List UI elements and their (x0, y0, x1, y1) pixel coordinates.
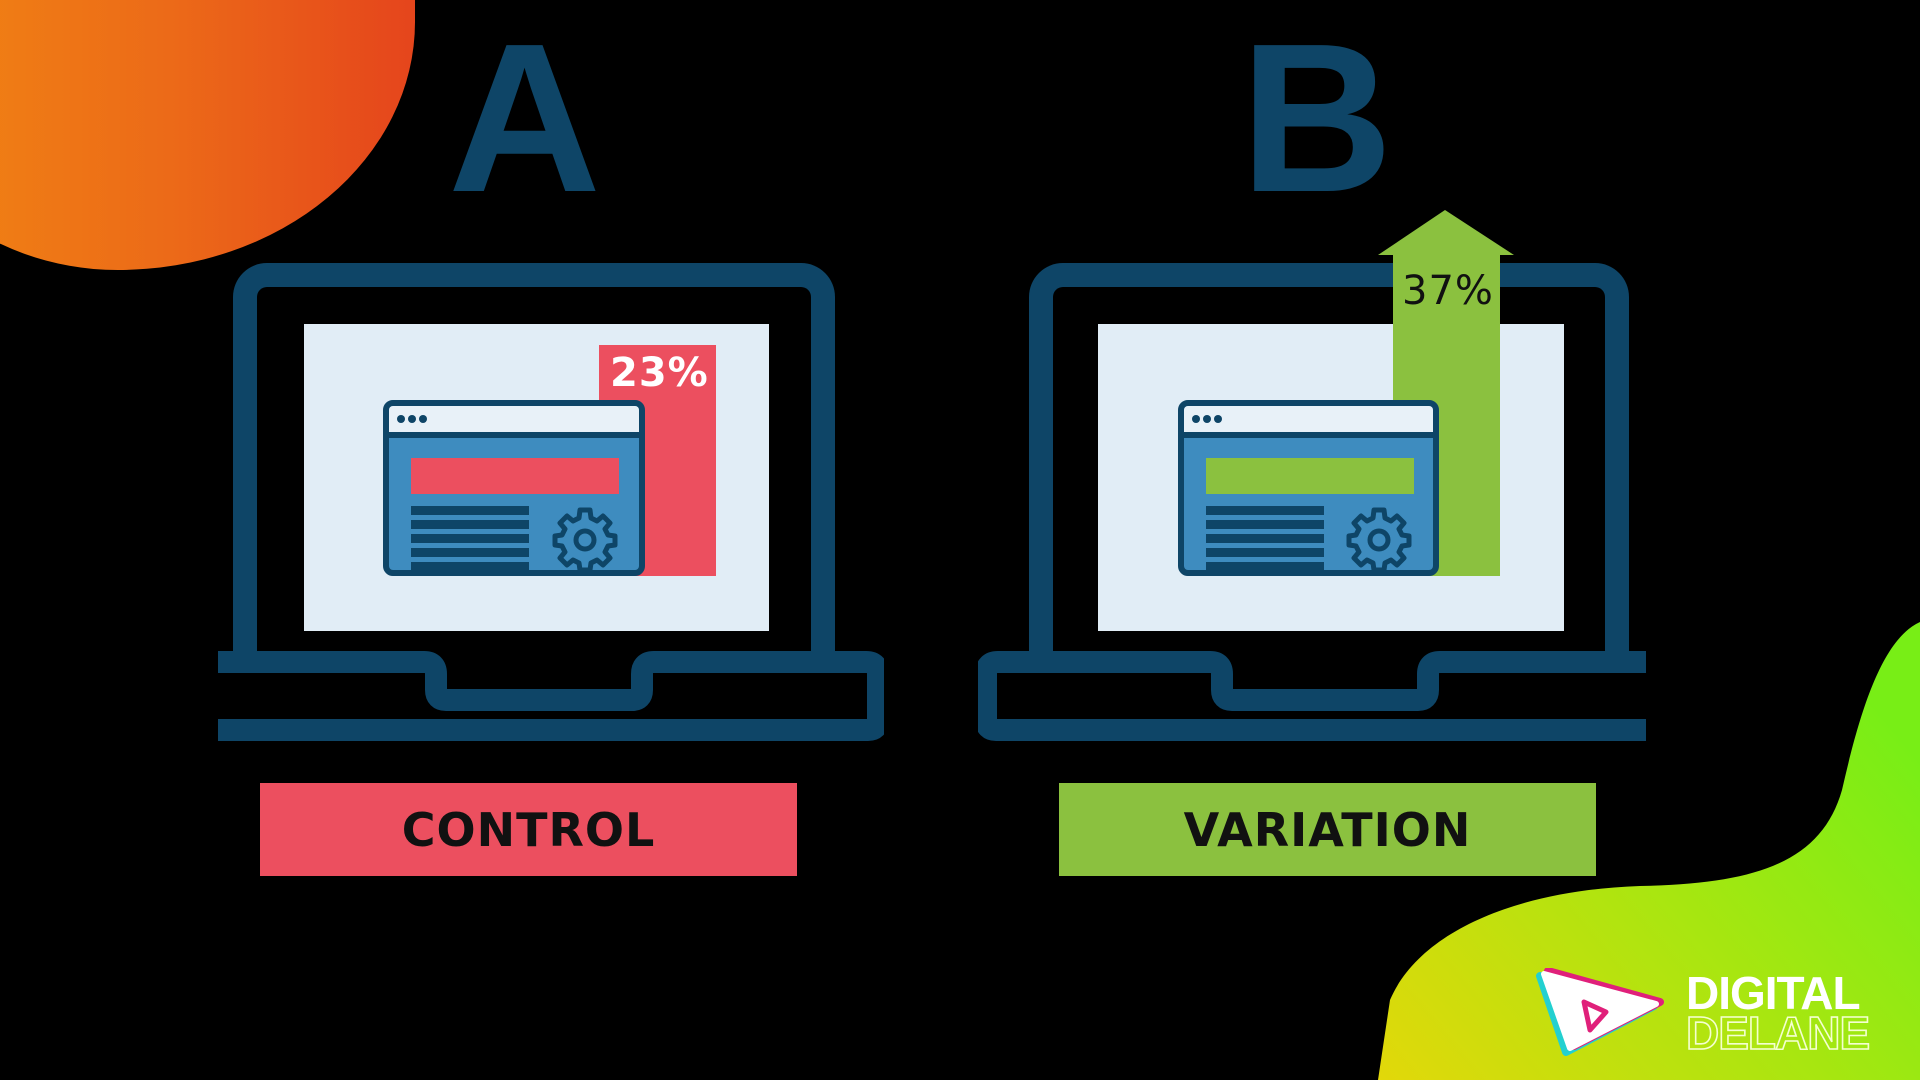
three-dots-icon (419, 415, 427, 423)
variant-a-letter: A (448, 0, 602, 236)
text-line (411, 520, 529, 529)
three-dots-icon (1214, 415, 1222, 423)
text-line (1206, 562, 1324, 570)
control-percent: 23% (610, 350, 709, 396)
text-line (1206, 548, 1324, 557)
window-titlebar (1184, 406, 1433, 438)
text-line (411, 506, 529, 515)
three-dots-icon (408, 415, 416, 423)
text-line (411, 534, 529, 543)
three-dots-icon (1203, 415, 1211, 423)
control-label: CONTROL (260, 783, 797, 876)
laptop-a-base (218, 651, 884, 741)
brand-name-line-1: DIGITAL (1686, 967, 1861, 1019)
headline-block-red (411, 458, 619, 494)
text-line (1206, 534, 1324, 543)
gear-icon (1346, 507, 1412, 570)
laptop-b-base (978, 651, 1646, 741)
text-line (1206, 506, 1324, 515)
text-line (411, 562, 529, 570)
web-page-window-b (1178, 400, 1439, 576)
brand-name-line-2: DELANE (1685, 1007, 1871, 1059)
variant-b-letter: B (1240, 0, 1394, 236)
play-triangle-logo-icon (1536, 968, 1664, 1056)
gear-icon (552, 507, 618, 570)
headline-block-green (1206, 458, 1414, 494)
text-line (1206, 520, 1324, 529)
window-titlebar (389, 406, 639, 438)
three-dots-icon (397, 415, 405, 423)
web-page-window-a (383, 400, 645, 576)
three-dots-icon (1192, 415, 1200, 423)
text-line (411, 548, 529, 557)
variation-label: VARIATION (1059, 783, 1596, 876)
variation-percent: 37% (1402, 268, 1494, 314)
